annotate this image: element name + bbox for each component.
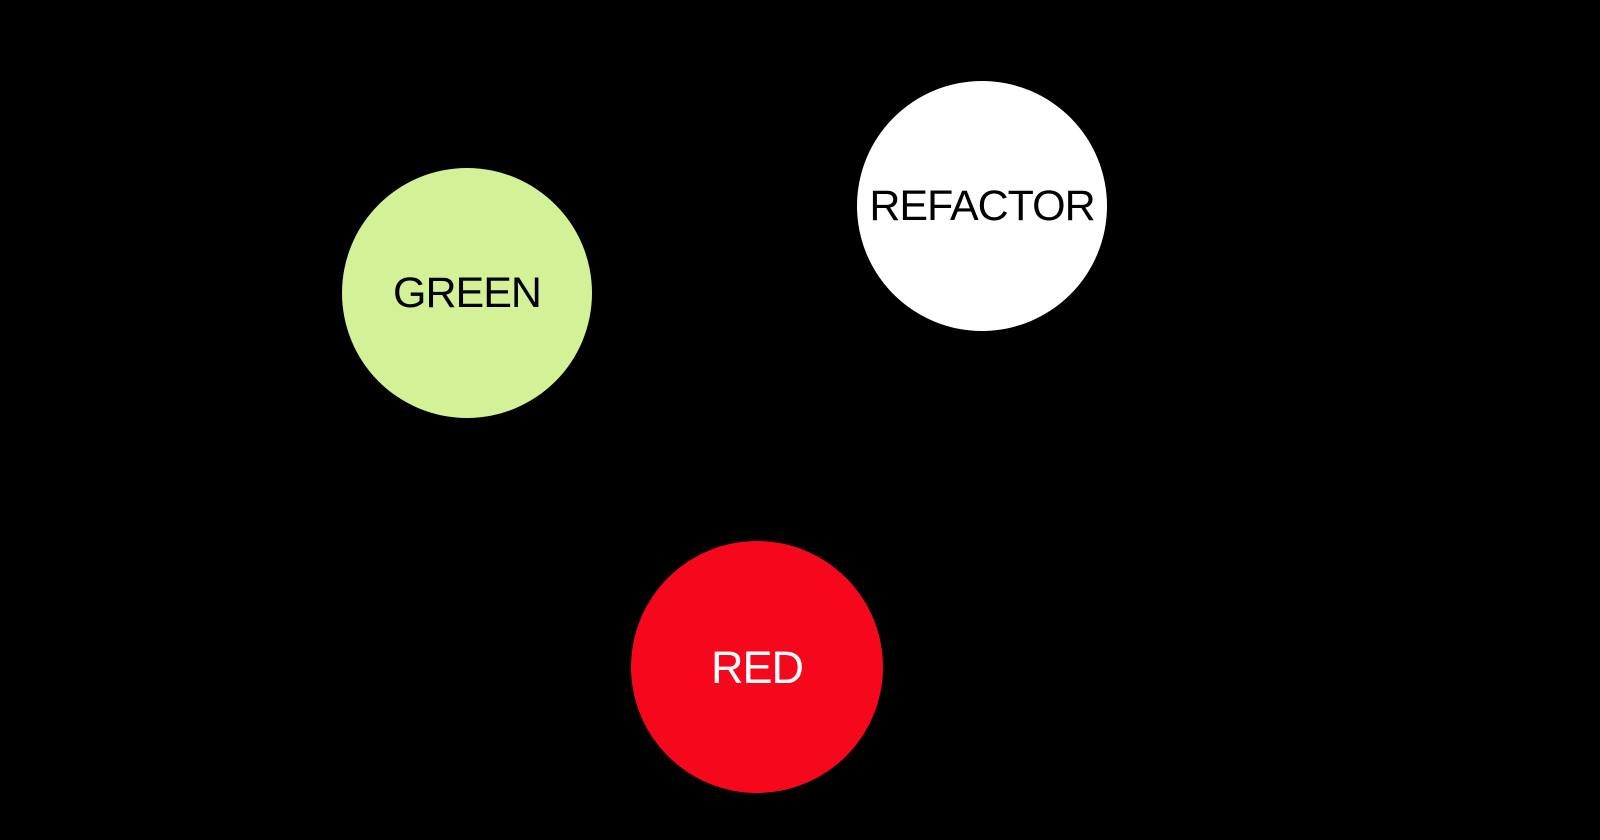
node-green-label: GREEN <box>393 268 542 317</box>
node-red-label: RED <box>710 641 804 693</box>
node-red: RED <box>631 541 883 793</box>
node-refactor-label: REFACTOR <box>869 181 1095 230</box>
node-green: GREEN <box>342 168 592 418</box>
node-refactor: REFACTOR <box>857 81 1107 331</box>
